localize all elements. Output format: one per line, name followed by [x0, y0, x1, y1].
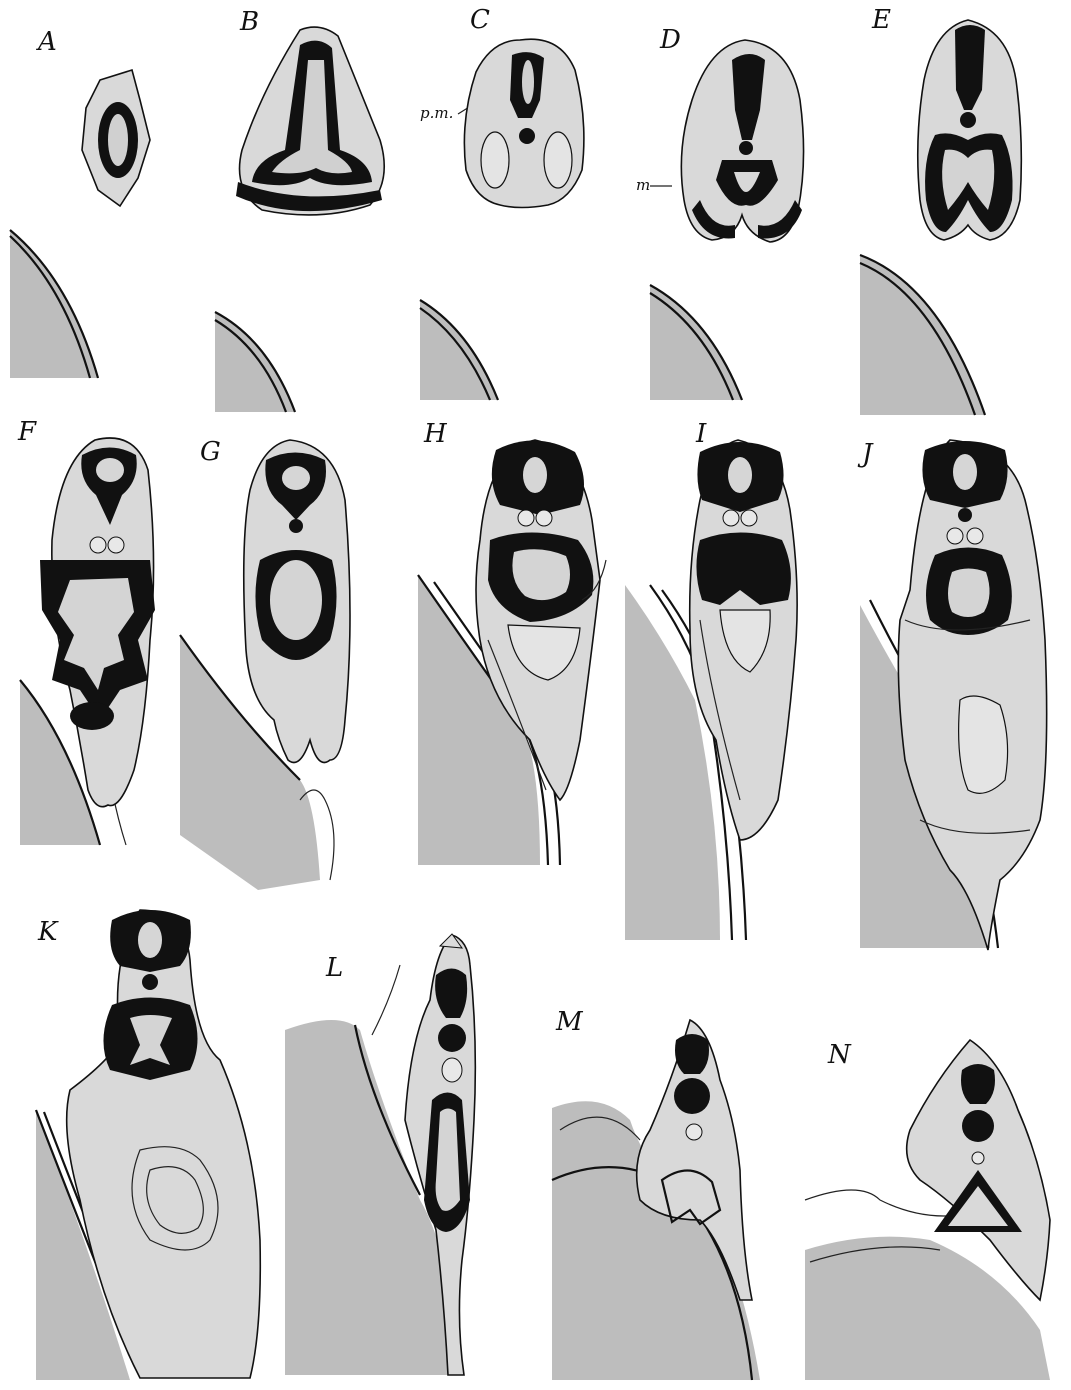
panel-c: C p.m.: [420, 5, 584, 400]
panel-label-h: H: [423, 419, 448, 449]
panel-k: K: [36, 910, 260, 1380]
panel-a: A: [10, 27, 150, 378]
panel-f: F: [17, 417, 155, 845]
annotation-pm: p.m.: [420, 104, 453, 122]
panel-label-i: I: [695, 419, 707, 449]
panel-label-l: L: [325, 953, 343, 983]
panel-label-j: J: [857, 439, 874, 469]
panel-label-a: A: [36, 27, 57, 57]
panel-label-b: B: [239, 7, 259, 37]
panel-label-g: G: [200, 437, 221, 467]
panel-h: H: [418, 419, 606, 865]
yolk-segment-e: [860, 255, 985, 415]
panel-e: E: [860, 5, 1021, 415]
panel-label-d: D: [659, 25, 681, 55]
annotation-m: m: [636, 176, 650, 194]
panel-l: L: [285, 934, 475, 1375]
panel-label-k: K: [37, 917, 59, 947]
panel-j: J: [857, 439, 1047, 950]
panel-g: G: [180, 437, 350, 890]
panel-label-f: F: [17, 417, 37, 447]
yolk-segment-d: [650, 285, 742, 400]
panel-label-c: C: [470, 5, 490, 35]
panel-n: N: [805, 1040, 1050, 1380]
panel-i: I: [625, 419, 797, 940]
yolk-segment-c: [420, 300, 498, 400]
panel-d: D m: [636, 25, 804, 400]
panel-m: M: [552, 1007, 760, 1380]
panel-label-e: E: [871, 5, 891, 35]
yolk-segment-b: [215, 312, 295, 412]
panel-b: B: [215, 7, 384, 412]
panel-label-n: N: [827, 1040, 852, 1070]
panel-label-m: M: [555, 1007, 584, 1037]
yolk-segment-a: [10, 230, 98, 378]
